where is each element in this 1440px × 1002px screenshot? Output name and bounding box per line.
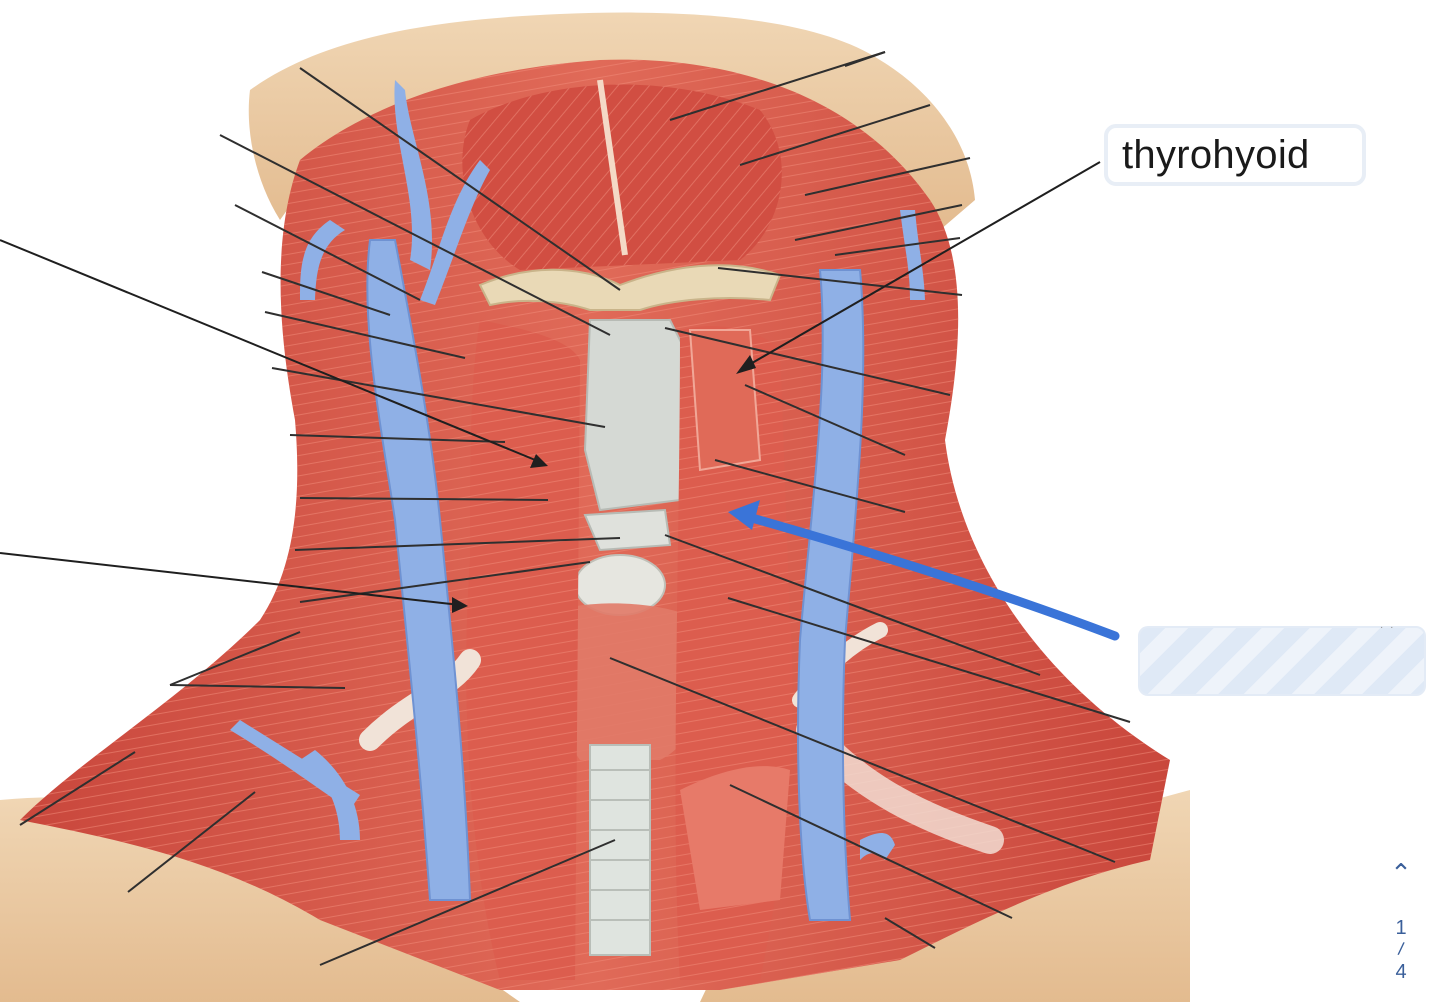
arrow-line-thyrohyoid (739, 161, 1101, 371)
retromandibular-vein-left (420, 160, 490, 305)
midline-raphe (597, 79, 628, 256)
retromandibular-vein-right (900, 210, 925, 300)
cricoid-cartilage (583, 508, 672, 552)
chevron-up-icon[interactable]: ⌃ (1390, 858, 1412, 888)
thyroid-gland (551, 603, 708, 760)
arrow-head-thyrohyoid (736, 355, 756, 374)
answer-input-field[interactable] (1138, 626, 1426, 696)
page-navigator: ⌃ 1 / 4 (1378, 860, 1424, 1000)
mylohyoid-fibers (462, 84, 782, 270)
answer-arrow-line (740, 511, 1120, 641)
thyrohyoid-muscle (688, 329, 762, 472)
trachea (589, 744, 651, 956)
pointer-arrows (0, 161, 1120, 641)
external-jugular-branch-left (300, 220, 345, 300)
answer-arrow-head (728, 500, 760, 530)
facial-vein-left (394, 80, 433, 270)
mandible-skin-top (248, 12, 975, 230)
leader-lines (19, 51, 1131, 966)
lower-skin-border (0, 797, 520, 1002)
internal-jugular-vein-left (366, 239, 472, 901)
arrow-head-left-lower (452, 597, 468, 613)
arrow-line-left-lower (0, 552, 461, 606)
thyroid-cartilage (583, 319, 692, 512)
total-pages: 4 (1395, 961, 1407, 983)
thyrohyoid-label-text: thyrohyoid (1122, 132, 1310, 177)
sternohyoid-left-fibers (466, 320, 580, 980)
arrow-line-left-upper (0, 239, 541, 463)
thyrohyoid-label: thyrohyoid (1104, 124, 1366, 186)
current-page: 1 (1395, 917, 1407, 939)
sternocleidomastoid-cut (680, 766, 790, 910)
arrow-head-left-upper (530, 454, 548, 468)
answer-field-handle: · · (1380, 622, 1396, 633)
vein-branch-left-2 (300, 750, 360, 840)
page-separator: / (1396, 938, 1406, 960)
internal-jugular-vein-right (797, 269, 865, 921)
vein-stub-right (860, 833, 895, 860)
